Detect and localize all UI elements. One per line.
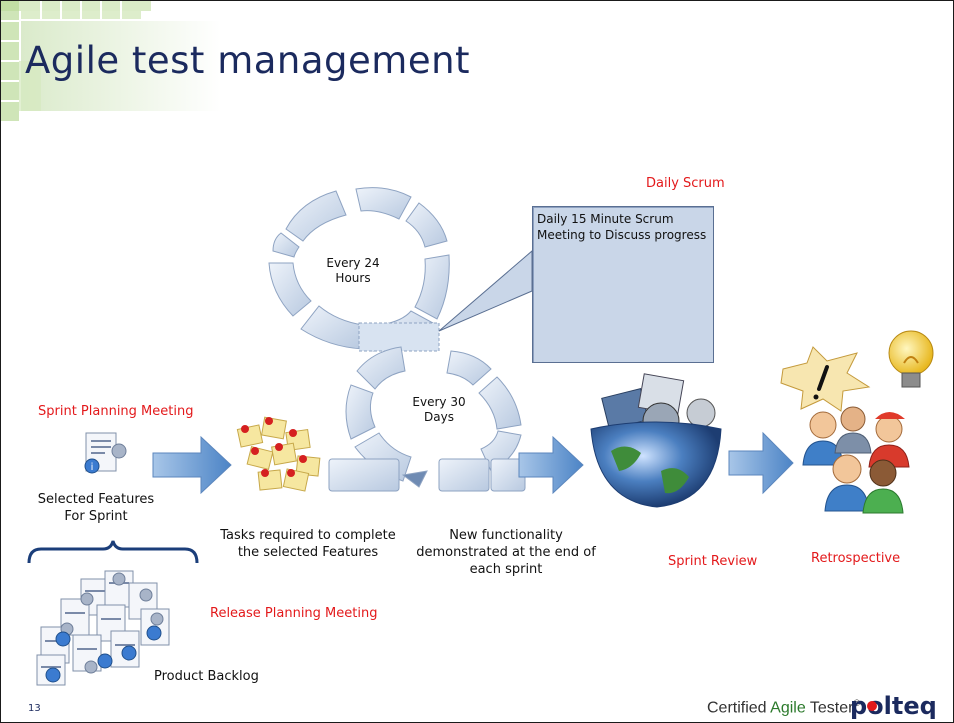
new-functionality-line3: each sprint: [469, 562, 543, 577]
page-number: 13: [28, 703, 41, 714]
sprint-review-label: Sprint Review: [668, 554, 758, 569]
scrum-box-line2: Meeting to Discuss progress: [537, 228, 707, 242]
svg-text:i: i: [91, 462, 94, 473]
daily-scrum-label: Daily Scrum: [646, 176, 725, 191]
page-title: Agile test management: [25, 39, 471, 82]
brand-suffix: Tester: [805, 699, 854, 717]
sprint-cycle-segment: [446, 350, 492, 386]
daily-cycle-segment: [300, 305, 364, 350]
exclamation-burst-icon: [780, 346, 871, 412]
tasks-line2: the selected Features: [237, 545, 379, 560]
globe-media-icon: [590, 373, 722, 508]
tasks-line1: Tasks required to complete: [220, 528, 396, 543]
selected-features-line2: For Sprint: [64, 509, 128, 524]
daily-cycle-segment: [405, 202, 448, 248]
decorative-grid: [1, 1, 221, 121]
polteq-logo-text: polteq: [850, 692, 937, 720]
lightbulb-icon: [888, 330, 934, 388]
cycle-connector: [358, 322, 440, 352]
new-functionality-line2: demonstrated at the end of: [416, 545, 596, 560]
brand-prefix: Certified: [707, 699, 771, 717]
arrow-to-retrospective: [728, 431, 794, 495]
daily-cycle-segment: [272, 232, 300, 258]
daily-cycle-segment: [355, 187, 412, 220]
callout-pointer: [438, 249, 533, 332]
arrow-to-tasks: [152, 435, 232, 495]
sprint-cycle-segment: [345, 384, 376, 440]
every-24-line2: Hours: [335, 271, 371, 285]
flow-arrows: [152, 431, 794, 495]
retrospective-people-icon: [802, 406, 910, 514]
every-30-line1: Every 30: [412, 395, 466, 409]
sprint-cycle: [345, 346, 522, 488]
sprint-planning-label: Sprint Planning Meeting: [38, 404, 194, 419]
sprint-cycle-segment: [356, 346, 406, 390]
cycle-arrowhead: [401, 470, 428, 488]
brace: [27, 540, 199, 564]
selected-features-line1: Selected Features: [37, 492, 155, 507]
brand-agile: Agile: [770, 699, 806, 717]
polteq-logo: polteq: [850, 692, 937, 720]
product-backlog-label: Product Backlog: [154, 669, 259, 684]
release-planning-label: Release Planning Meeting: [210, 606, 378, 621]
arrow-to-review: [518, 435, 584, 495]
daily-cycle-segment: [285, 190, 347, 242]
every-30-line2: Days: [424, 410, 454, 424]
retrospective-label: Retrospective: [811, 551, 901, 566]
footer-brand: Certified Agile Tester®: [707, 698, 860, 717]
sticky-notes-icon: [236, 416, 321, 492]
sprint-cycle-segment: [478, 376, 522, 430]
document-gear-icon: i: [84, 432, 127, 474]
daily-cycle-segment: [268, 262, 312, 317]
registered-mark: ®: [853, 698, 861, 708]
daily-cycle-segment: [414, 254, 450, 320]
flow-bar: [328, 458, 526, 492]
every-24-line1: Every 24: [326, 256, 380, 270]
scrum-callout-box: Daily 15 Minute Scrum Meeting to Discuss…: [532, 206, 714, 363]
new-functionality-line1: New functionality: [449, 528, 563, 543]
scrum-box-line1: Daily 15 Minute Scrum: [537, 212, 674, 226]
document-stack-icon: [36, 570, 170, 686]
